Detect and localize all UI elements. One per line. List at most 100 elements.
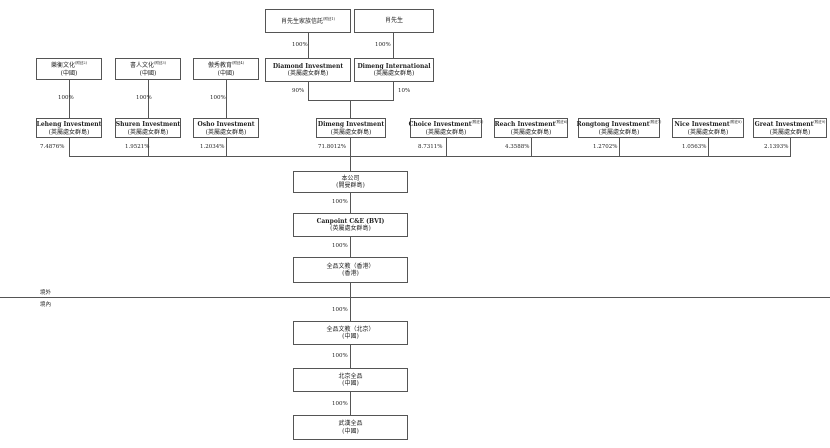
chain-name: Canpoint C&E (BVI) <box>316 217 385 225</box>
pct-dimeng-inv: 71.8012% <box>318 144 346 150</box>
connector <box>350 100 351 118</box>
holder-name: 樂衡文化(附註2) <box>51 61 87 69</box>
dimeng-international-box: Dimeng International (英屬處女群島) <box>354 58 434 82</box>
sh-place: (英屬處女群島) <box>425 128 467 136</box>
sh-place: (英屬處女群島) <box>205 128 247 136</box>
holder-place: (中國) <box>217 69 235 77</box>
connector <box>350 156 351 171</box>
connector <box>308 82 309 100</box>
pct-osho-inv: 1.2034% <box>200 144 225 150</box>
connector <box>531 138 532 156</box>
pct-choice-inv: 8.7311% <box>418 144 443 150</box>
pct-reach-inv: 4.3588% <box>505 144 530 150</box>
sh-name: Dimeng Investment <box>317 121 385 128</box>
leheng-investment-box: Leheng Investment (英屬處女群島) <box>36 118 102 138</box>
pct-shuren-inv: 1.9521% <box>125 144 150 150</box>
sh-place: (英屬處女群島) <box>598 128 640 136</box>
nice-investment-box: Nice Investment(附註8) (英屬處女群島) <box>672 118 744 138</box>
canpoint-beijing-box: 全品文教（北京） (中國) <box>293 321 408 345</box>
connector <box>393 82 394 100</box>
pct-chain-3: 100% <box>332 307 348 313</box>
diamond-name: Diamond Investment <box>272 62 344 70</box>
connector <box>350 345 351 368</box>
beijing-quanpin-box: 北京全品 (中國) <box>293 368 408 392</box>
connector <box>148 138 149 156</box>
region-divider <box>0 297 830 298</box>
chain-place: (中國) <box>342 333 359 340</box>
osho-investment-box: Osho Investment (英屬處女群島) <box>193 118 259 138</box>
sh-place: (英屬處女群島) <box>769 128 811 136</box>
chain-place: (香港) <box>342 270 359 277</box>
chain-name: 本公司 <box>341 174 360 182</box>
sh-name: Rongtong Investment <box>576 121 650 128</box>
shareholder-bus <box>69 156 791 157</box>
pct-intl-dimeng: 10% <box>398 88 411 94</box>
sh-place: (英屬處女群島) <box>127 128 169 136</box>
canpoint-bvi-box: Canpoint C&E (BVI) (英屬處女群島) <box>293 213 408 237</box>
chain-place: (中國) <box>342 380 359 387</box>
chain-name: 全品文教（香港） <box>326 262 375 270</box>
trust-name: 肖先生家族信託(附註1) <box>281 16 335 25</box>
holder-name: 書人文化(附註3) <box>130 61 166 69</box>
shuren-culture-box: 書人文化(附註3) (中國) <box>115 58 181 80</box>
sh-name: Choice Investment <box>408 121 472 128</box>
pct-rongtong-inv: 1.2702% <box>593 144 618 150</box>
connector <box>226 80 227 118</box>
pct-shuren: 100% <box>136 95 152 101</box>
connector <box>69 80 70 118</box>
sh-name: Reach Investment <box>494 121 556 128</box>
aoxiu-education-box: 傲秀教育(附註4) (中國) <box>193 58 259 80</box>
canpoint-hk-box: 全品文教（香港） (香港) <box>293 257 408 283</box>
connector <box>790 138 791 156</box>
pct-trust-diamond: 100% <box>292 42 308 48</box>
chain-place: (英屬處女群島) <box>330 225 371 232</box>
connector <box>350 193 351 213</box>
sh-name: Leheng Investment <box>36 121 102 128</box>
pct-xiao-intl: 100% <box>375 42 391 48</box>
connector <box>350 283 351 321</box>
shuren-investment-box: Shuren Investment (英屬處女群島) <box>115 118 181 138</box>
chain-name: 全品文教（北京） <box>326 325 375 333</box>
dimeng-intl-place: (英屬處女群島) <box>373 70 415 77</box>
pct-nice-inv: 1.0563% <box>682 144 707 150</box>
onshore-label: 境內 <box>40 302 52 308</box>
pct-great-inv: 2.1393% <box>764 144 789 150</box>
pct-chain-2: 100% <box>332 243 348 249</box>
reach-investment-box: Reach Investment(附註6) (英屬處女群島) <box>494 118 568 138</box>
pct-chain-4: 100% <box>332 353 348 359</box>
holder-place: (中國) <box>139 69 157 77</box>
sh-place: (英屬處女群島) <box>687 128 729 136</box>
chain-place: (開曼群島) <box>336 182 365 189</box>
chain-name: 北京全品 <box>338 372 363 380</box>
sh-name: Great Investment <box>754 121 814 128</box>
pct-aoxiu: 100% <box>210 95 226 101</box>
sh-name: Osho Investment <box>197 121 255 128</box>
wuhan-quanpin-box: 武漢全品 (中國) <box>293 415 408 440</box>
sh-place: (英屬處女群島) <box>510 128 552 136</box>
rongtong-investment-box: Rongtong Investment(附註7) (英屬處女群島) <box>576 118 661 138</box>
diamond-place: (英屬處女群島) <box>287 70 329 77</box>
offshore-label: 境外 <box>40 290 52 296</box>
chain-name: 武漢全品 <box>338 420 363 427</box>
pct-diamond-dimeng: 90% <box>292 88 305 94</box>
choice-investment-box: Choice Investment(附註5) (英屬處女群島) <box>408 118 483 138</box>
connector <box>308 100 394 101</box>
company-box: 本公司 (開曼群島) <box>293 171 408 193</box>
pct-leheng-inv: 7.4876% <box>40 144 65 150</box>
chain-place: (中國) <box>342 427 359 435</box>
dimeng-intl-name: Dimeng International <box>357 62 431 70</box>
pct-chain-5: 100% <box>332 401 348 407</box>
connector <box>69 138 70 156</box>
leheng-culture-box: 樂衡文化(附註2) (中國) <box>36 58 102 80</box>
connector <box>148 80 149 118</box>
connector <box>350 138 351 156</box>
sh-name: Nice Investment <box>674 121 730 128</box>
diamond-investment-box: Diamond Investment (英屬處女群島) <box>265 58 351 82</box>
dimeng-investment-box: Dimeng Investment (英屬處女群島) <box>316 118 386 138</box>
sh-name: Shuren Investment <box>115 121 181 128</box>
pct-leheng: 100% <box>58 95 74 101</box>
holder-place: (中國) <box>60 69 78 77</box>
pct-chain-1: 100% <box>332 199 348 205</box>
trust-box: 肖先生家族信託(附註1) <box>265 9 351 33</box>
